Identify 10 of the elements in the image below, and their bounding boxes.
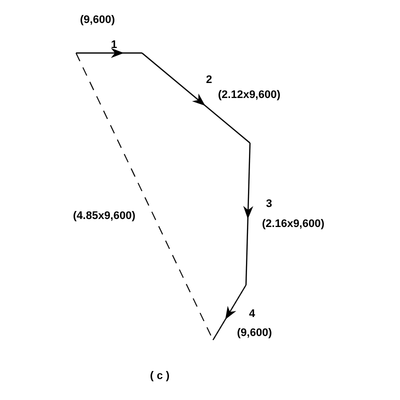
magnitude-label: (4.85x9,600) — [73, 210, 136, 223]
figure-label: ( c ) — [150, 370, 170, 383]
magnitude-label: (2.12x9,600) — [218, 89, 280, 102]
magnitude-label: (2.16x9,600) — [262, 218, 324, 231]
magnitude-label: (9,600) — [80, 14, 115, 27]
vector-number: 4 — [249, 308, 256, 321]
vector-number: 1 — [111, 39, 118, 52]
vector-number: 2 — [206, 74, 212, 87]
magnitude-label: (9,600) — [237, 327, 272, 340]
vector-number: 3 — [266, 198, 272, 211]
